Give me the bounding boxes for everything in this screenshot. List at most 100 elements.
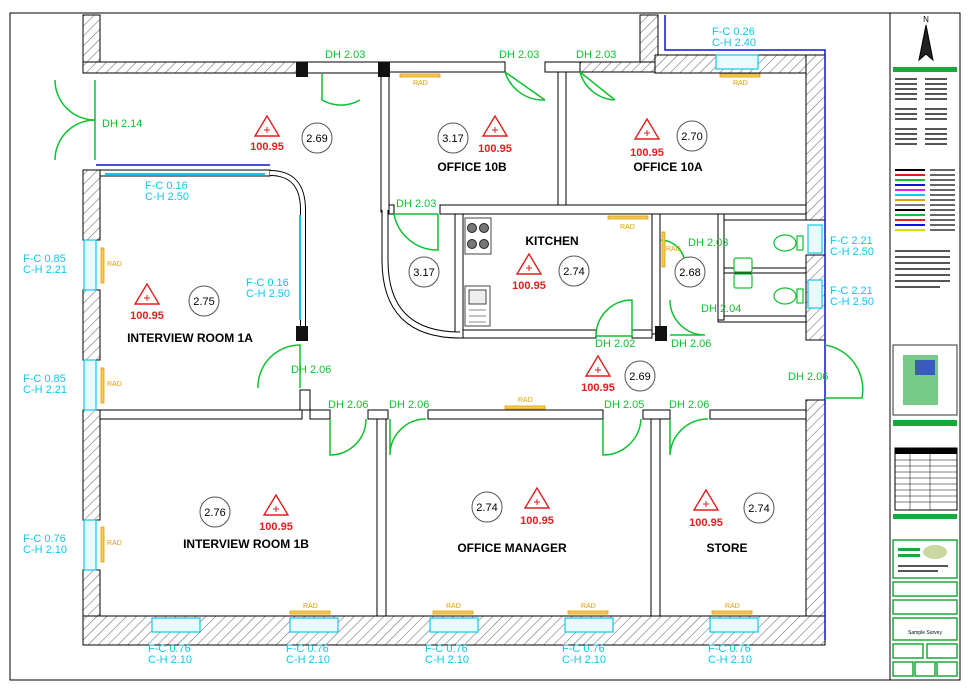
svg-text:C-H 2.10: C-H 2.10: [562, 654, 606, 666]
svg-text:F-C 0.76: F-C 0.76: [23, 533, 66, 545]
level-office-manager: 100.95: [520, 515, 554, 527]
svg-text:DH 2.06: DH 2.06: [328, 399, 368, 411]
level-markers: [133, 114, 720, 516]
svg-text:DH 2.06: DH 2.06: [669, 399, 709, 411]
svg-text:RAD: RAD: [413, 80, 428, 87]
svg-text:C-H 2.10: C-H 2.10: [708, 654, 752, 666]
level-values: 100.95 100.95 100.95 100.95 100.95 100.9…: [130, 141, 723, 533]
level-office-10a: 100.95: [630, 147, 664, 159]
svg-text:C-H 2.50: C-H 2.50: [246, 288, 290, 300]
svg-text:DH 2.06: DH 2.06: [671, 338, 711, 350]
svg-text:F-C 0.85: F-C 0.85: [23, 373, 66, 385]
svg-text:2.76: 2.76: [204, 507, 225, 519]
project-title: Sample Survey: [908, 630, 942, 636]
svg-text:F-C 0.26: F-C 0.26: [712, 26, 755, 38]
room-label-interview-1b: INTERVIEW ROOM 1B: [183, 537, 309, 551]
svg-text:DH 2.05: DH 2.05: [604, 399, 644, 411]
svg-text:DH 2.04: DH 2.04: [701, 303, 741, 315]
svg-text:F-C 0.85: F-C 0.85: [23, 253, 66, 265]
svg-text:C-H 2.50: C-H 2.50: [830, 246, 874, 258]
radiators: [100, 73, 761, 615]
exterior-walls: [82, 14, 826, 646]
north-label: N: [923, 15, 929, 24]
svg-text:DH 2.03: DH 2.03: [499, 49, 539, 61]
toilets: [773, 234, 804, 305]
svg-text:RAD: RAD: [620, 224, 635, 231]
svg-text:C-H 2.21: C-H 2.21: [23, 384, 67, 396]
kitchen-hob: [464, 217, 492, 255]
svg-text:C-H 2.50: C-H 2.50: [830, 296, 874, 308]
room-label-office-10b: OFFICE 10B: [437, 160, 507, 174]
doors: [54, 71, 864, 456]
svg-text:F-C 2.21: F-C 2.21: [830, 235, 873, 247]
level-office-10b: 100.95: [478, 143, 512, 155]
svg-text:DH 2.03: DH 2.03: [325, 49, 365, 61]
svg-text:2.74: 2.74: [748, 503, 769, 515]
svg-text:C-H 2.10: C-H 2.10: [286, 654, 330, 666]
room-label-office-10a: OFFICE 10A: [633, 160, 703, 174]
svg-text:DH 2.03: DH 2.03: [576, 49, 616, 61]
svg-text:F-C 0.76: F-C 0.76: [148, 643, 191, 655]
svg-text:DH 2.03: DH 2.03: [396, 198, 436, 210]
svg-text:2.74: 2.74: [563, 266, 584, 278]
svg-text:RAD: RAD: [666, 246, 681, 253]
svg-text:C-H 2.21: C-H 2.21: [23, 264, 67, 276]
svg-text:3.17: 3.17: [413, 267, 434, 279]
svg-text:DH 2.03: DH 2.03: [688, 237, 728, 249]
door-height-labels: DH 2.03 DH 2.03 DH 2.03 DH 2.14 DH 2.03 …: [102, 49, 828, 411]
level-corridor-top: 100.95: [250, 141, 284, 153]
svg-text:C-H 2.10: C-H 2.10: [23, 544, 67, 556]
svg-text:F-C 0.76: F-C 0.76: [425, 643, 468, 655]
north-arrow-icon: [918, 24, 934, 62]
svg-text:3.17: 3.17: [442, 133, 463, 145]
level-kitchen: 100.95: [512, 280, 546, 292]
svg-text:DH 2.06: DH 2.06: [291, 364, 331, 376]
svg-text:RAD: RAD: [303, 603, 318, 610]
ceiling-height-circles: [188, 120, 775, 528]
svg-text:RAD: RAD: [725, 603, 740, 610]
radiator-labels: RAD RAD RAD RAD RAD RAD RAD RAD RAD RAD …: [107, 80, 748, 610]
ceiling-height-values: 2.69 3.17 2.70 3.17 2.74 2.68 2.75 2.69 …: [193, 131, 769, 519]
svg-text:DH 2.06: DH 2.06: [788, 371, 828, 383]
svg-text:DH 2.02: DH 2.02: [595, 338, 635, 350]
room-label-store: STORE: [706, 541, 747, 555]
svg-text:F-C 0.76: F-C 0.76: [562, 643, 605, 655]
room-label-kitchen: KITCHEN: [525, 234, 578, 248]
level-marker-plus: [144, 127, 709, 512]
svg-text:2.70: 2.70: [681, 131, 702, 143]
svg-text:F-C 0.76: F-C 0.76: [708, 643, 751, 655]
svg-text:2.69: 2.69: [306, 133, 327, 145]
interior-walls: [99, 61, 807, 617]
room-label-interview-1a: INTERVIEW ROOM 1A: [127, 331, 253, 345]
svg-text:RAD: RAD: [733, 80, 748, 87]
svg-text:F-C 0.76: F-C 0.76: [286, 643, 329, 655]
svg-text:2.74: 2.74: [476, 502, 497, 514]
svg-text:RAD: RAD: [581, 603, 596, 610]
svg-text:C-H 2.50: C-H 2.50: [145, 191, 189, 203]
curved-wall-interview-1a: [269, 170, 306, 330]
level-corridor-mid: 100.95: [581, 382, 615, 394]
svg-text:F-C 0.16: F-C 0.16: [145, 180, 188, 192]
window-labels: F-C 0.26 C-H 2.40 F-C 0.16 C-H 2.50 F-C …: [23, 26, 874, 666]
svg-text:RAD: RAD: [107, 381, 122, 388]
svg-text:F-C 2.21: F-C 2.21: [830, 285, 873, 297]
room-label-office-manager: OFFICE MANAGER: [457, 541, 567, 555]
level-interview-1a: 100.95: [130, 310, 164, 322]
svg-text:DH 2.14: DH 2.14: [102, 118, 142, 130]
svg-text:C-H 2.10: C-H 2.10: [425, 654, 469, 666]
svg-text:RAD: RAD: [107, 261, 122, 268]
svg-text:C-H 2.40: C-H 2.40: [712, 37, 756, 49]
svg-text:2.68: 2.68: [679, 267, 700, 279]
svg-text:RAD: RAD: [518, 397, 533, 404]
svg-text:RAD: RAD: [107, 540, 122, 547]
svg-text:C-H 2.10: C-H 2.10: [148, 654, 192, 666]
company-logo: [892, 539, 958, 579]
svg-text:2.75: 2.75: [193, 296, 214, 308]
columns: [296, 62, 667, 341]
kitchen-sink: [464, 285, 491, 327]
windows: [83, 54, 823, 633]
curved-wall-windows: [105, 173, 301, 320]
svg-text:DH 2.06: DH 2.06: [389, 399, 429, 411]
